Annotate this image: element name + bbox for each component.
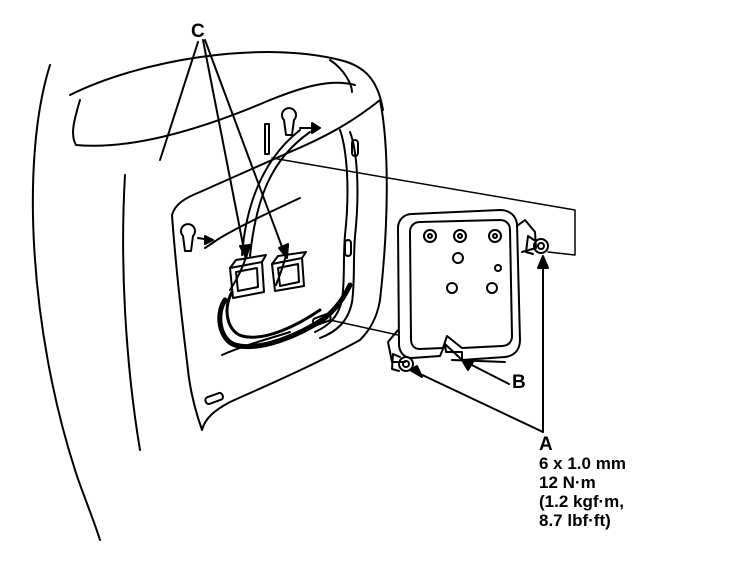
leader-c [159, 39, 289, 259]
torque-kgf: (1.2 kgf·m, [539, 492, 625, 511]
connector-c-right [271, 251, 307, 292]
callout-b: B [512, 372, 526, 393]
keyhole-arrows [197, 122, 321, 245]
body-panel [31, 51, 384, 541]
torque-lbf: 8.7 lbf·ft) [539, 511, 611, 530]
torque-nm: 12 N·m [539, 473, 596, 492]
connector-c-left [229, 254, 267, 299]
leader-b [461, 359, 510, 385]
bolt-a-right [525, 235, 549, 255]
bolt-a-left [391, 353, 414, 372]
callout-a: A [539, 434, 553, 455]
keyhole-slot-upper [281, 107, 297, 136]
keyhole-slot-left [180, 223, 196, 252]
bolt-size: 6 x 1.0 mm [539, 454, 626, 473]
ecm-module [387, 209, 537, 363]
alignment-lines [271, 157, 576, 336]
torque-spec-a: A 6 x 1.0 mm 12 N·m (1.2 kgf·m, 8.7 lbf·… [539, 435, 626, 530]
ecm-screws [423, 229, 502, 294]
callout-c: C [191, 21, 205, 42]
leader-a [409, 255, 549, 433]
wire-harness [217, 129, 353, 356]
